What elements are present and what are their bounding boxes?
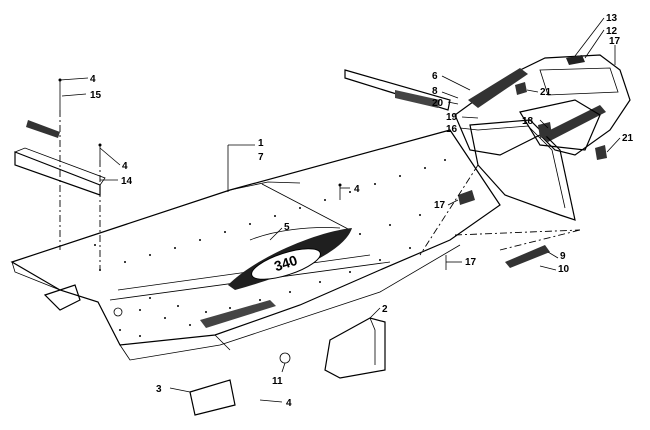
mount-plate bbox=[26, 120, 60, 138]
cap-13 bbox=[566, 55, 585, 65]
clip-21a bbox=[515, 82, 527, 95]
rear-bumper bbox=[454, 54, 631, 156]
clip-21b bbox=[595, 145, 607, 160]
callout-14: 14 bbox=[121, 176, 133, 187]
callout-4d: 4 bbox=[286, 398, 292, 409]
callout-18: 18 bbox=[522, 116, 534, 127]
callout-7: 7 bbox=[258, 152, 264, 163]
callout-6: 6 bbox=[432, 71, 438, 82]
callout-9: 9 bbox=[560, 251, 566, 262]
model-decal: 340 bbox=[228, 227, 352, 290]
seat-bracket bbox=[324, 317, 386, 379]
callout-11: 11 bbox=[272, 376, 283, 387]
callout-4b: 4 bbox=[122, 161, 128, 172]
callout-4c: 4 bbox=[354, 184, 360, 195]
callout-13: 13 bbox=[606, 13, 618, 24]
callout-17b: 17 bbox=[434, 200, 446, 211]
callout-17c: 17 bbox=[465, 257, 477, 268]
callout-10: 10 bbox=[558, 264, 570, 275]
callouts: 1 7 2 3 4 4 4 4 5 6 8 9 10 11 12 13 14 1… bbox=[59, 13, 634, 409]
grommet bbox=[279, 352, 291, 364]
grip-strip bbox=[200, 300, 276, 328]
callout-12: 12 bbox=[606, 26, 618, 37]
callout-3: 3 bbox=[156, 384, 162, 395]
callout-21b: 21 bbox=[622, 133, 634, 144]
step-pad bbox=[505, 245, 550, 268]
callout-5: 5 bbox=[284, 222, 290, 233]
rivet-pattern bbox=[94, 159, 446, 337]
callout-4a: 4 bbox=[90, 74, 96, 85]
callout-20: 20 bbox=[432, 98, 444, 109]
callout-8: 8 bbox=[432, 86, 438, 97]
callout-1: 1 bbox=[258, 138, 264, 149]
callout-17a: 17 bbox=[609, 36, 621, 47]
callout-2: 2 bbox=[382, 304, 388, 315]
fastener-pins bbox=[58, 78, 342, 200]
tail-lens bbox=[519, 99, 601, 151]
callout-16: 16 bbox=[446, 124, 458, 135]
callout-15: 15 bbox=[90, 90, 102, 101]
bolt-17-mid bbox=[458, 190, 475, 205]
emblem-text: 340 bbox=[272, 252, 299, 275]
callout-19: 19 bbox=[446, 112, 458, 123]
clip-18 bbox=[538, 122, 552, 138]
lower-tab bbox=[43, 284, 81, 311]
deflector-panel bbox=[344, 69, 451, 111]
callout-21a: 21 bbox=[540, 87, 552, 98]
access-plate bbox=[189, 379, 236, 416]
